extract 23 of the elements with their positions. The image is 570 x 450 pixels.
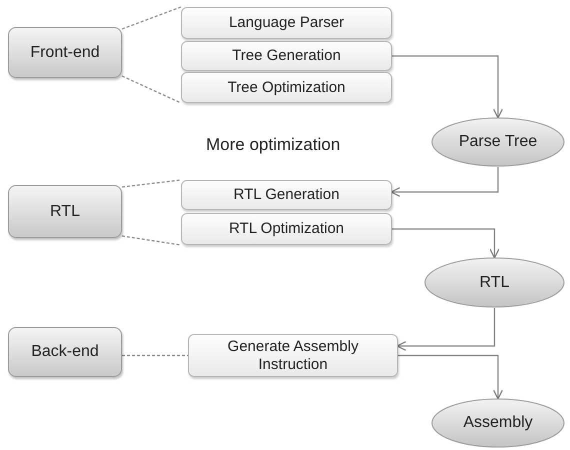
dashed-connector [122, 179, 182, 188]
stage-box: RTL [8, 185, 122, 238]
arrow [390, 167, 499, 198]
stage-box: Front-end [8, 27, 122, 78]
step-box: RTL Optimization [181, 213, 392, 245]
stage-box: Back-end [8, 327, 122, 377]
result-ellipse: Parse Tree [431, 117, 565, 167]
dashed-connector [122, 235, 182, 246]
step-box: Language Parser [181, 7, 392, 39]
annotation-text: More optimization [206, 134, 340, 156]
arrow [392, 55, 504, 118]
arrow [398, 354, 504, 400]
dashed-connector [122, 354, 188, 356]
step-box: Generate Assembly Instruction [188, 334, 398, 377]
step-box: RTL Generation [181, 180, 392, 210]
dashed-connector [122, 6, 182, 30]
result-ellipse: Assembly [431, 398, 565, 448]
step-box: Tree Generation [181, 41, 392, 71]
step-box: Tree Optimization [181, 72, 392, 103]
arrow [392, 228, 500, 258]
arrow [396, 308, 496, 352]
result-ellipse: RTL [424, 257, 565, 308]
dashed-connector [122, 75, 182, 104]
